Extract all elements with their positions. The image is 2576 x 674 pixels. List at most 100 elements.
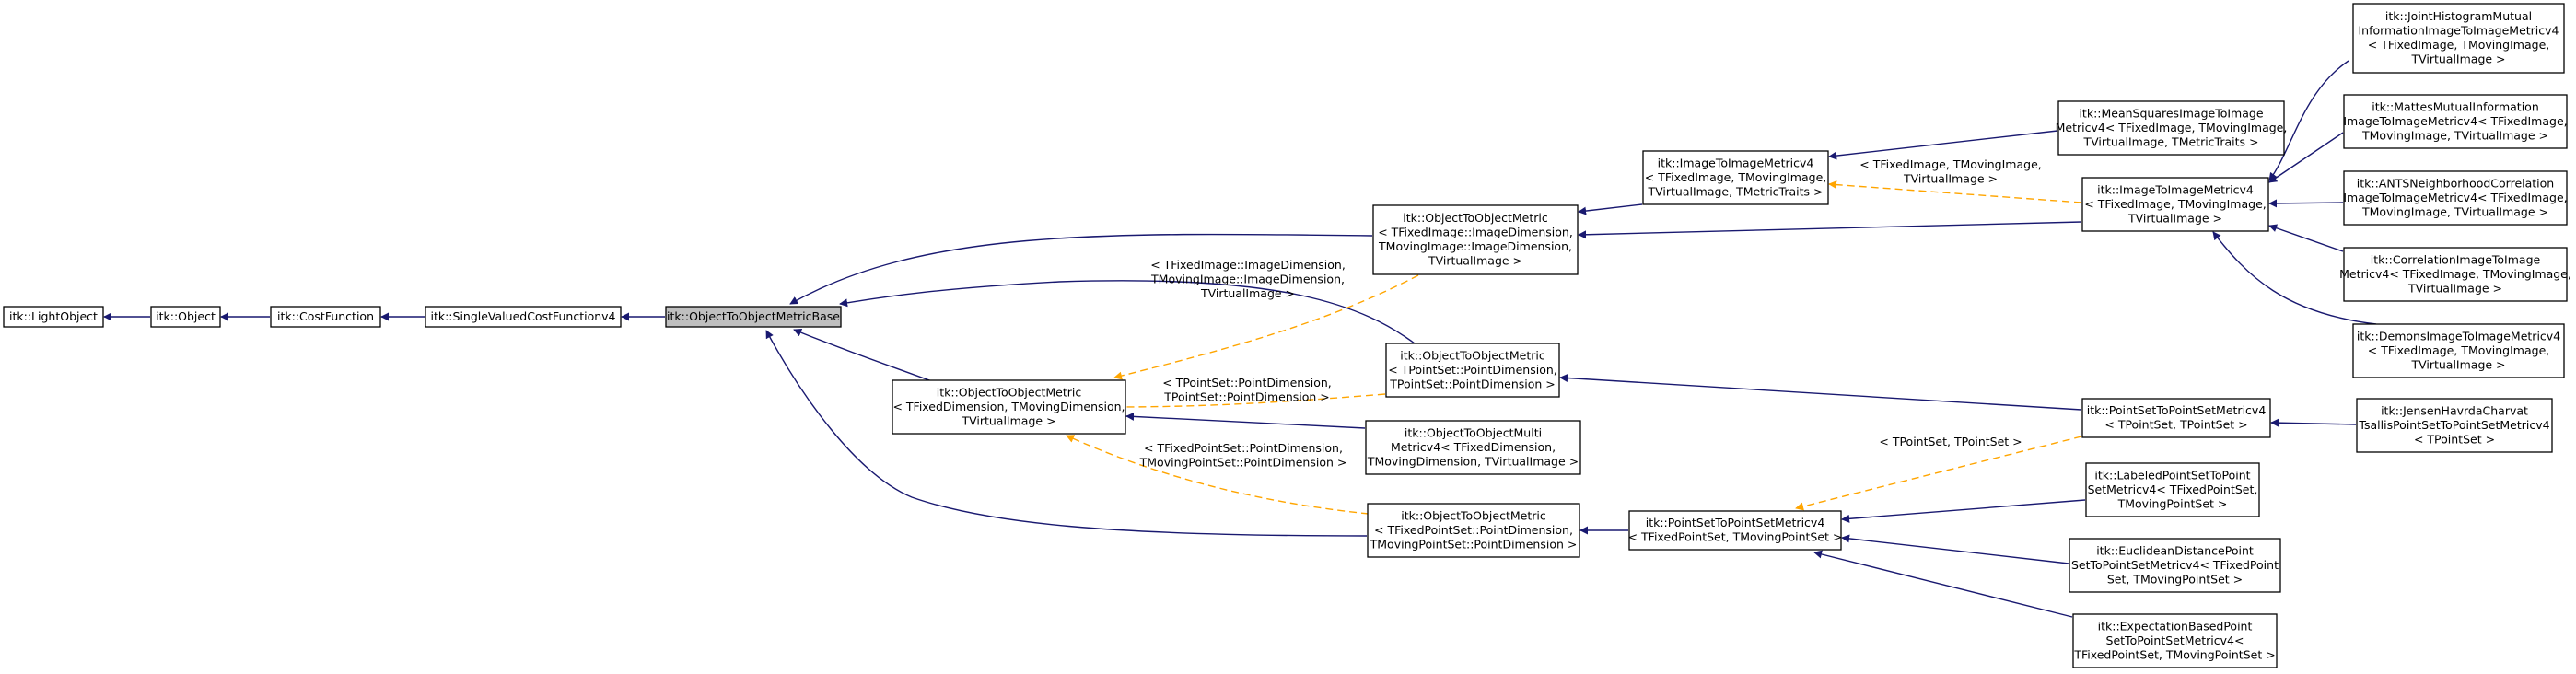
tmpl-edge-pointset — [1795, 436, 2082, 511]
text-line: InformationImageToImageMetricv4 — [2358, 24, 2559, 38]
text-line: TVirtualImage > — [2127, 211, 2222, 225]
text-line: TMovingImage, TVirtualImage > — [2361, 128, 2548, 142]
node-image-to-image-metric-template[interactable]: itk::ImageToImageMetricv4< TFixedImage, … — [1642, 150, 1829, 205]
text-line: < TPointSet > — [2414, 432, 2495, 446]
text-line: SetToPointSetMetricv4< TFixedPoint — [2071, 558, 2279, 572]
node-label: itk::DemonsImageToImageMetricv4< TFixedI… — [2357, 329, 2560, 371]
node-cost-function[interactable]: itk::CostFunction — [270, 306, 381, 328]
node-label: itk::ImageToImageMetricv4< TFixedImage, … — [2084, 182, 2267, 225]
text-line: < TFixedImage, TMovingImage, — [2084, 197, 2267, 211]
node-label: itk::PointSetToPointSetMetricv4< TFixedP… — [1628, 516, 1843, 544]
text-line: TVirtualImage, TMetricTraits > — [1647, 184, 1823, 198]
text-line: TMovingImage::ImageDimension, — [1378, 239, 1572, 253]
edge-metric-image-to-base — [789, 233, 1373, 305]
text-line: itk::ObjectToObjectMetricBase — [667, 309, 840, 323]
node-single-valued-cost-function[interactable]: itk::SingleValuedCostFunctionv4 — [425, 306, 622, 328]
text-line: TMovingImage::ImageDimension, — [1150, 273, 1345, 286]
text-line: itk::LabeledPointSetToPoint — [2094, 468, 2250, 482]
node-object-to-object-metric-base[interactable]: itk::ObjectToObjectMetricBase — [665, 306, 842, 328]
node-object-to-object-metric-fixedpoint[interactable]: itk::ObjectToObjectMetric< TFixedPointSe… — [1367, 503, 1580, 558]
text-line: itk::SingleValuedCostFunctionv4 — [430, 309, 615, 323]
text-line: itk::Object — [156, 309, 216, 323]
node-label: itk::LightObject — [9, 309, 98, 323]
text-line: itk::ObjectToObjectMetric — [937, 385, 1082, 399]
text-line: < TFixedImage::ImageDimension, — [1150, 258, 1346, 272]
edge-label-pointset-dims: < TPointSet::PointDimension,TPointSet::P… — [1162, 376, 1332, 404]
edge-labeled-to-pointset — [1841, 499, 2086, 523]
edge-label-fixedpoint-dims: < TFixedPointSet::PointDimension,TMoving… — [1139, 441, 1347, 470]
node-object-to-object-metric-pointset[interactable]: itk::ObjectToObjectMetric< TPointSet::Po… — [1385, 343, 1560, 398]
node-label: itk::SingleValuedCostFunctionv4 — [430, 309, 615, 323]
text-line: < TFixedImage, TMovingImage, — [2368, 343, 2550, 357]
text-line: TVirtualImage > — [1428, 254, 1522, 268]
text-line: itk::ObjectToObjectMetric — [1401, 508, 1546, 522]
text-line: TsallisPointSetToPointSetMetricv4 — [2358, 418, 2549, 432]
node-pointset-metric[interactable]: itk::PointSetToPointSetMetricv4< TFixedP… — [1628, 510, 1843, 551]
text-line: itk::EuclideanDistancePoint — [2096, 543, 2254, 557]
text-line: itk::ObjectToObjectMetric — [1403, 211, 1548, 225]
text-line: < TPointSet::PointDimension, — [1162, 376, 1332, 389]
node-object-to-object-metric-template[interactable]: itk::ObjectToObjectMetric< TFixedDimensi… — [892, 379, 1126, 435]
edge-euclidean-to-pointset — [1841, 534, 2069, 564]
text-line: ImageToImageMetricv4< TFixedImage, — [2343, 191, 2567, 204]
text-line: itk::ObjectToObjectMetric — [1400, 348, 1545, 362]
edge-meansquares-to-img-metric-tpl — [1828, 130, 2058, 160]
edge-img-metric-tpl-to-metric-image — [1578, 203, 1643, 215]
node-image-to-image-metric[interactable]: itk::ImageToImageMetricv4< TFixedImage, … — [2081, 177, 2269, 232]
text-line: < TFixedPointSet, TMovingPointSet > — [1628, 530, 1843, 544]
text-line: itk::ExpectationBasedPoint — [2098, 619, 2253, 633]
text-line: itk::CorrelationImageToImage — [2371, 252, 2541, 266]
text-line: itk::MeanSquaresImageToImage — [2079, 106, 2263, 120]
text-line: SetMetricv4< TFixedPointSet, — [2088, 482, 2258, 496]
node-label: itk::ObjectToObjectMetric< TFixedPointSe… — [1370, 508, 1578, 551]
text-line: TVirtualImage > — [961, 413, 1055, 427]
tmpl-edge-img-metric — [1828, 180, 2082, 203]
node-object-to-object-metric-image[interactable]: itk::ObjectToObjectMetric< TFixedImage::… — [1372, 204, 1579, 275]
text-line: itk::CostFunction — [277, 309, 374, 323]
text-line: itk::ObjectToObjectMulti — [1405, 425, 1542, 439]
text-line: TMovingDimension, TVirtualImage > — [1367, 454, 1579, 468]
text-line: Metricv4< TFixedImage, TMovingImage, — [2339, 267, 2571, 281]
text-line: itk::ImageToImageMetricv4 — [2097, 182, 2254, 196]
edge-metric-pointset-to-base — [839, 280, 1419, 347]
node-label: itk::Object — [156, 309, 216, 323]
edge-multimetric-to-metric-tpl — [1125, 412, 1366, 429]
node-object[interactable]: itk::Object — [150, 306, 221, 328]
text-line: TVirtualImage > — [1903, 172, 1998, 186]
edge-img-metric-to-metric-image — [1578, 221, 2082, 239]
text-line: Metricv4< TFixedDimension, — [1391, 440, 1556, 454]
text-line: < TFixedImage, TMovingImage, — [2368, 38, 2550, 52]
node-light-object[interactable]: itk::LightObject — [3, 306, 104, 328]
edge-demons-to-img-metric — [2212, 231, 2377, 325]
text-line: itk::DemonsImageToImageMetricv4 — [2357, 329, 2560, 343]
text-line: TMovingPointSet > — [2117, 496, 2228, 510]
text-line: < TFixedDimension, TMovingDimension, — [892, 400, 1125, 413]
node-label: itk::CostFunction — [277, 309, 374, 323]
text-line: itk::JensenHavrdaCharvat — [2381, 403, 2528, 417]
text-line: itk::PointSetToPointSetMetricv4 — [2087, 403, 2267, 417]
text-line: TPointSet::PointDimension > — [1389, 377, 1556, 390]
node-label: itk::PointSetToPointSetMetricv4< TPointS… — [2087, 403, 2267, 432]
node-label: itk::ObjectToObjectMetric< TPointSet::Po… — [1388, 348, 1557, 390]
node-pointset-metric-single[interactable]: itk::PointSetToPointSetMetricv4< TPointS… — [2081, 398, 2271, 438]
text-line: TVirtualImage, TMetricTraits > — [2082, 134, 2258, 148]
node-demons-metric[interactable]: itk::DemonsImageToImageMetricv4< TFixedI… — [2352, 323, 2565, 378]
